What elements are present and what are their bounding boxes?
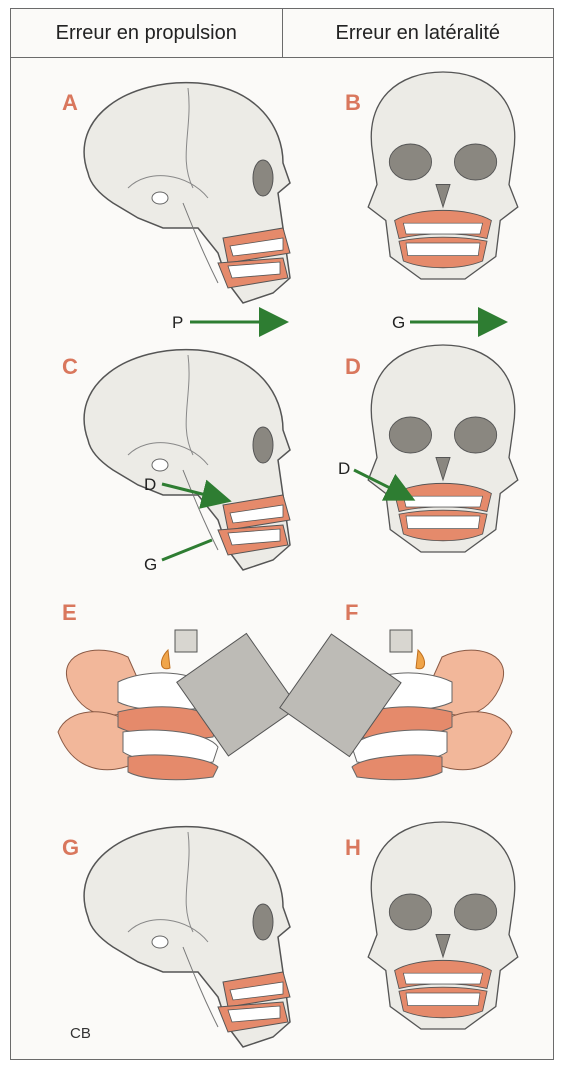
panel-label-g: G xyxy=(62,835,79,860)
artist-signature: CB xyxy=(70,1025,91,1042)
panel-label-e: E xyxy=(62,600,77,625)
frontal-skull-d xyxy=(368,345,518,552)
arrow-label-p: P xyxy=(172,313,183,332)
frontal-skull-b xyxy=(368,72,518,279)
panel-label-b: B xyxy=(345,90,361,115)
cast-e xyxy=(58,650,218,780)
arrow-label-d-d: D xyxy=(338,459,350,478)
panel-label-d: D xyxy=(345,354,361,379)
lateral-skull-g xyxy=(84,827,290,1047)
condyle-line-g xyxy=(162,540,212,560)
panel-label-f: F xyxy=(345,600,358,625)
lateral-skull-c xyxy=(84,350,290,570)
panel-label-a: A xyxy=(62,90,78,115)
lateral-skull-a xyxy=(84,83,290,303)
arrow-label-d-c: D xyxy=(144,475,156,494)
panel-label-c: C xyxy=(62,354,78,379)
arrow-label-g-c: G xyxy=(144,555,157,574)
panel-label-h: H xyxy=(345,835,361,860)
frontal-skull-h xyxy=(368,822,518,1029)
arrow-label-g-b: G xyxy=(392,313,405,332)
